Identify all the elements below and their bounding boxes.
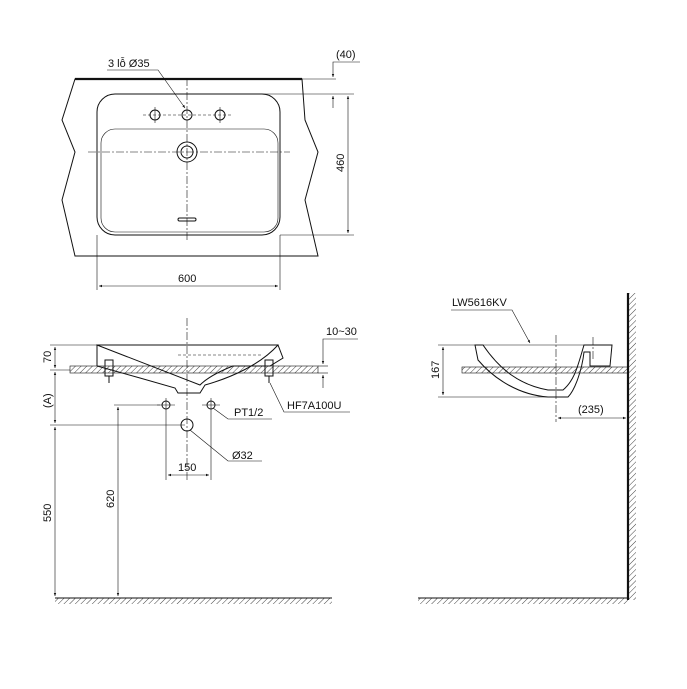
top-view: 3 lỗ Ø35 (40) 460 600	[61, 49, 360, 290]
basin-outer	[96, 93, 281, 236]
floor-left	[55, 598, 332, 604]
clip-right	[264, 359, 274, 383]
counter-slab	[69, 365, 319, 374]
wall-distance-label: (235)	[578, 404, 604, 416]
a-label: (A)	[42, 393, 54, 408]
clip-left	[104, 359, 114, 383]
overflow-slot	[177, 217, 197, 222]
holes-label: 3 lỗ Ø35	[108, 57, 150, 70]
deck-thickness-label: (40)	[336, 49, 356, 61]
drain-label: Ø32	[232, 450, 253, 462]
basin-section	[96, 344, 284, 394]
drain-outer	[176, 141, 198, 163]
drain-pipe	[180, 418, 194, 432]
drain-height-label: 550	[42, 504, 54, 522]
model-label: LW5616KV	[452, 297, 507, 309]
supply-label: PT1/2	[234, 407, 263, 419]
supply-height-label: 620	[105, 490, 117, 508]
clip-label: HF7A100U	[287, 400, 341, 412]
drain-inner	[180, 145, 194, 159]
counter-thickness-label: 10~30	[326, 326, 357, 338]
counter-slab-side	[461, 366, 629, 374]
depth-label: 460	[335, 154, 347, 172]
rim-height-label: 70	[42, 351, 54, 363]
faucet-holes	[149, 107, 226, 123]
front-view: 70 (A) 550 620 150 PT1/2 Ø32 HF7A100U 10…	[42, 318, 358, 604]
supply-spacing-label: 150	[178, 462, 196, 474]
width-label: 600	[178, 273, 196, 285]
wall	[628, 293, 636, 600]
basin-height-label: 167	[430, 361, 442, 379]
side-view: 167 (235) LW5616KV	[418, 293, 636, 604]
counter-outline	[61, 78, 319, 257]
basin-bowl	[100, 128, 279, 233]
basin-section-side	[474, 344, 613, 398]
floor-right	[418, 598, 628, 604]
